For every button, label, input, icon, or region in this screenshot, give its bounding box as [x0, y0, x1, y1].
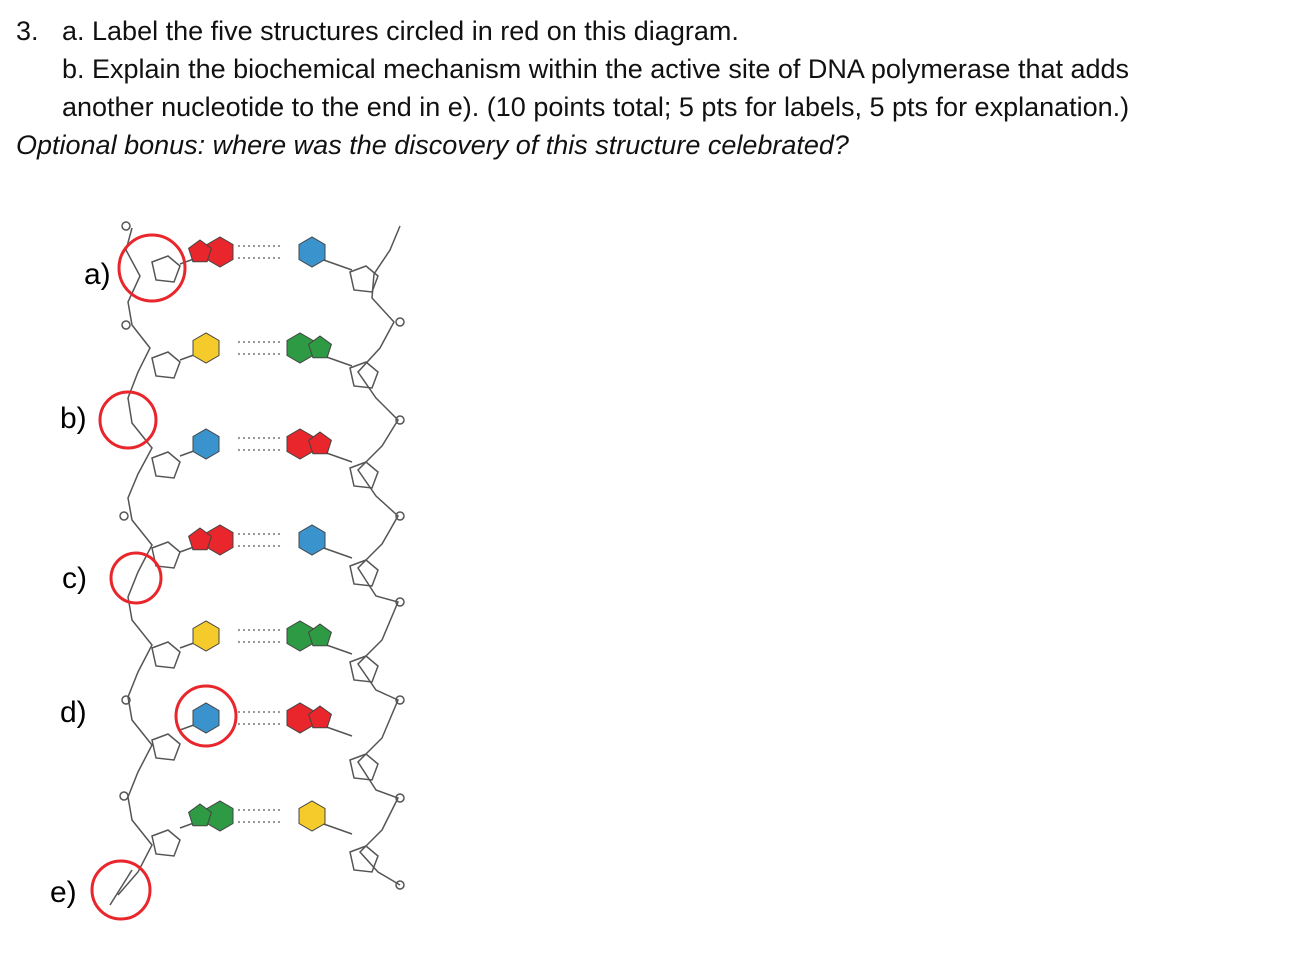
label-c: c)	[62, 562, 87, 595]
left-backbone-strand	[117, 221, 153, 896]
blue-base	[298, 524, 326, 556]
question-part-b-line-2: another nucleotide to the end in e). (10…	[62, 92, 1130, 122]
circle-b-phosphate	[98, 390, 158, 450]
blue-base	[192, 428, 220, 460]
red-base	[286, 428, 314, 460]
circle-d-base	[174, 684, 238, 748]
yellow-base	[298, 800, 326, 832]
green-base-ring	[188, 803, 212, 827]
label-a: a)	[84, 258, 111, 291]
green-base	[286, 332, 314, 364]
blue-base	[298, 236, 326, 268]
green-base	[286, 620, 314, 652]
green-base	[206, 800, 234, 832]
strand-end-line	[109, 869, 133, 906]
question-part-b-line-1: b. Explain the biochemical mechanism wit…	[62, 54, 1130, 84]
red-base	[206, 236, 234, 268]
yellow-base	[192, 620, 220, 652]
red-base	[286, 702, 314, 734]
green-base-ring	[308, 623, 332, 647]
label-e: e)	[50, 876, 77, 909]
green-base-ring	[308, 335, 332, 359]
circle-e-end	[90, 859, 152, 921]
red-base-ring	[308, 705, 332, 729]
red-base-ring	[188, 527, 212, 551]
label-b: b)	[60, 402, 87, 435]
base-pairs	[179, 236, 353, 835]
circle-a-sugar	[117, 233, 187, 303]
right-sugars	[349, 265, 379, 873]
dna-diagram: a) b) c) d) e)	[50, 221, 405, 921]
label-d: d)	[60, 696, 87, 729]
red-circles	[90, 233, 238, 921]
blue-base	[192, 702, 220, 734]
left-sugars	[151, 255, 181, 857]
question-number: 3.	[16, 16, 39, 46]
circle-c-bond	[109, 551, 163, 605]
yellow-base	[192, 332, 220, 364]
question-part-a: a. Label the five structures circled in …	[62, 16, 739, 46]
red-base-ring	[308, 431, 332, 455]
red-base	[206, 524, 234, 556]
red-base-ring	[188, 239, 212, 263]
right-backbone-strand	[357, 225, 405, 890]
bonus-question: Optional bonus: where was the discovery …	[16, 130, 849, 160]
